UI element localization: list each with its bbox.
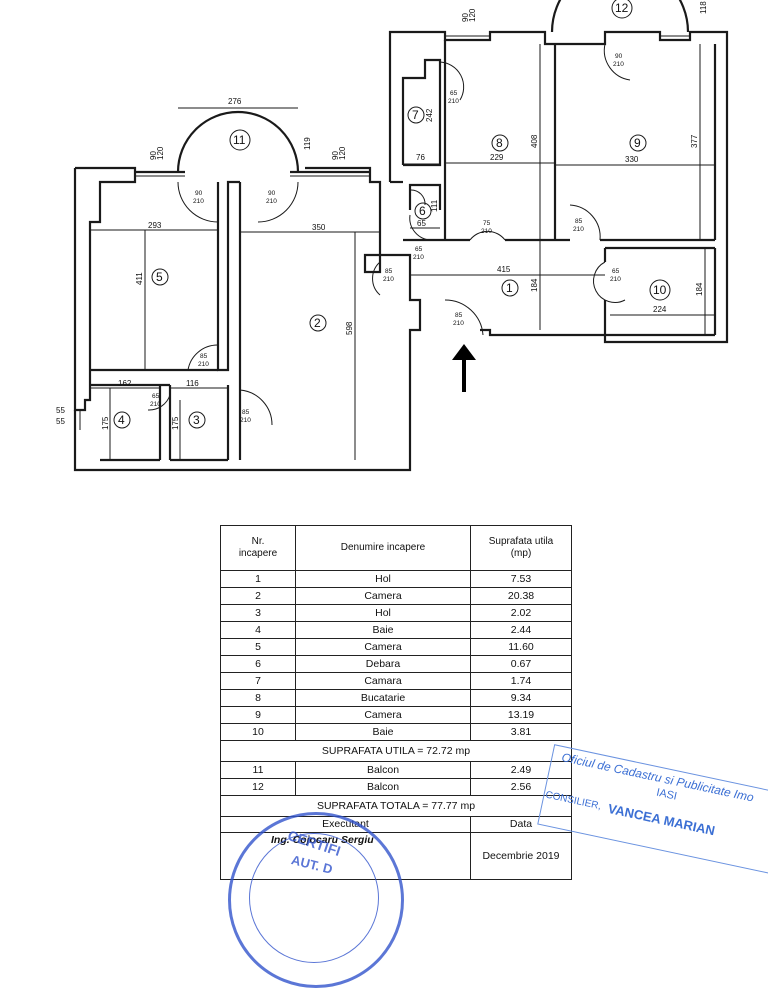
- dim-229: 229: [490, 153, 504, 162]
- svg-text:210: 210: [610, 276, 621, 283]
- room-numbers: 1 2 3 4 5 6 7 8 9 10 11 12: [113, 0, 671, 429]
- entrance-arrow-icon: [452, 344, 476, 392]
- dim-411: 411: [135, 272, 144, 285]
- dim-90-120-b: 90: [331, 151, 340, 160]
- svg-text:65: 65: [612, 268, 620, 275]
- dim-184-a: 184: [530, 278, 539, 292]
- total-utila-row: SUPRAFATA UTILA = 72.72 mp: [220, 740, 572, 762]
- room-10-label: 10: [653, 283, 667, 297]
- dim-293: 293: [148, 221, 162, 230]
- svg-text:90: 90: [615, 53, 623, 60]
- svg-text:210: 210: [198, 361, 209, 368]
- dim-415: 415: [497, 265, 511, 274]
- svg-text:65: 65: [415, 246, 423, 253]
- svg-text:210: 210: [266, 198, 277, 205]
- dim-65: 65: [417, 219, 426, 228]
- dim-111: 111: [430, 199, 439, 212]
- dim-175-a: 175: [101, 416, 110, 430]
- dim-377: 377: [690, 134, 699, 148]
- room-1-label: 1: [506, 281, 513, 295]
- svg-text:210: 210: [383, 276, 394, 283]
- svg-text:210: 210: [453, 320, 464, 327]
- floor-plan: 276 119 293 350 411 598 162 116 175 175 …: [56, 0, 729, 472]
- svg-text:85: 85: [455, 312, 463, 319]
- dim-330: 330: [625, 155, 639, 164]
- room-3-label: 3: [193, 413, 200, 427]
- dim-116: 116: [186, 379, 199, 388]
- svg-text:85: 85: [385, 268, 393, 275]
- svg-text:85: 85: [200, 353, 208, 360]
- dim-242: 242: [425, 108, 434, 122]
- floor-plan-walls: [73, 0, 729, 472]
- dim-119: 119: [303, 137, 312, 150]
- dim-408: 408: [530, 134, 539, 148]
- date-value: Decembrie 2019: [470, 832, 572, 880]
- dim-162: 162: [118, 379, 132, 388]
- room-11-label: 11: [233, 133, 246, 147]
- cadastre-stamp: Oficiul de Cadastru si Publicitate Imo I…: [531, 744, 768, 906]
- dimension-lines: [90, 44, 715, 460]
- room-6-label: 6: [419, 204, 426, 218]
- svg-text:210: 210: [481, 228, 492, 235]
- room-4-label: 4: [118, 413, 125, 427]
- svg-text:65: 65: [152, 393, 160, 400]
- svg-text:65: 65: [450, 90, 458, 97]
- header-name: Denumire incapere: [295, 525, 471, 571]
- svg-text:90: 90: [195, 190, 203, 197]
- total-row: SUPRAFATA TOTALA = 77.77 mp: [220, 795, 572, 817]
- room-5-label: 5: [156, 270, 163, 284]
- dim-55-a: 55: [56, 406, 65, 415]
- dim-184-b: 184: [695, 282, 704, 296]
- svg-text:85: 85: [242, 409, 250, 416]
- svg-text:210: 210: [413, 254, 424, 261]
- dim-55-b: 55: [56, 417, 65, 426]
- table-header-row: Nr. incapere Denumire incapere Suprafata…: [220, 525, 572, 571]
- dim-598: 598: [345, 321, 354, 335]
- dim-120-c: 120: [468, 8, 477, 22]
- dim-120-a: 120: [156, 146, 165, 160]
- dim-90-120-a: 90: [149, 151, 158, 160]
- room-8-label: 8: [496, 136, 503, 150]
- header-nr: Nr. incapere: [220, 525, 296, 571]
- surface-table: Nr. incapere Denumire incapere Suprafata…: [220, 525, 572, 880]
- dim-118: 118: [699, 1, 708, 14]
- round-stamp: CERTIFI AUT. D: [228, 812, 404, 988]
- room-9-label: 9: [634, 136, 641, 150]
- svg-text:210: 210: [613, 61, 624, 68]
- room-12-label: 12: [615, 1, 629, 15]
- svg-text:210: 210: [573, 226, 584, 233]
- header-area: Suprafata utila (mp): [470, 525, 572, 571]
- dim-224: 224: [653, 305, 667, 314]
- dim-175-b: 175: [171, 416, 180, 430]
- svg-text:75: 75: [483, 220, 491, 227]
- dim-276: 276: [228, 97, 242, 106]
- svg-text:210: 210: [193, 198, 204, 205]
- svg-text:85: 85: [575, 218, 583, 225]
- door-swings: [147, 43, 631, 426]
- room-7-label: 7: [412, 108, 419, 122]
- dim-76: 76: [416, 153, 425, 162]
- dim-350: 350: [312, 223, 326, 232]
- svg-text:90: 90: [268, 190, 276, 197]
- dim-90-120-c: 90: [461, 13, 470, 22]
- svg-text:210: 210: [240, 417, 251, 424]
- svg-text:210: 210: [448, 98, 459, 105]
- room-2-label: 2: [314, 316, 321, 330]
- dim-120-b: 120: [338, 146, 347, 160]
- svg-text:210: 210: [150, 401, 161, 408]
